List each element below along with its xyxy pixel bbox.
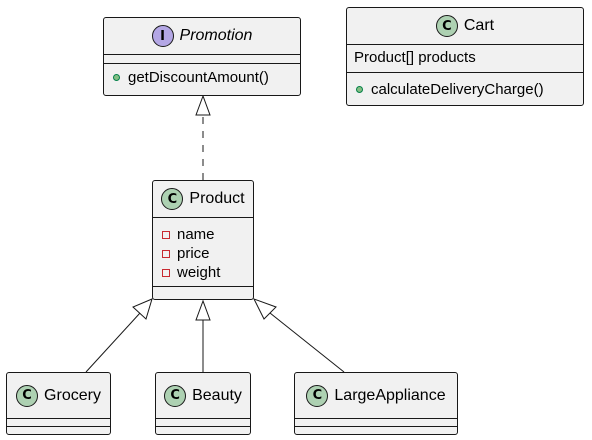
- product-field-text: weight: [177, 264, 221, 281]
- promotion-fields-section: [104, 54, 300, 63]
- grocery-inheritance-line: [85, 312, 141, 373]
- grocery-name: Grocery: [44, 386, 101, 404]
- grocery-inheritance-arrowhead: [132, 298, 153, 320]
- promotion-method-row: getDiscountAmount(): [104, 68, 300, 87]
- cart-methods-section: calculateDeliveryCharge(): [347, 72, 583, 99]
- product-field-text: name: [177, 226, 215, 243]
- class-icon: C: [164, 384, 187, 407]
- class-icon: C: [306, 384, 329, 407]
- cart-method-text: calculateDeliveryCharge(): [371, 81, 544, 98]
- grocery-class[interactable]: C Grocery: [6, 372, 111, 435]
- realization-arrowhead: [195, 94, 211, 116]
- product-header: C Product: [153, 181, 253, 217]
- promotion-header: I Promotion: [104, 18, 300, 54]
- interface-icon: I: [151, 25, 174, 47]
- grocery-methods-section: [7, 426, 110, 434]
- private-visibility-icon: [160, 249, 171, 258]
- private-visibility-icon: [160, 268, 171, 277]
- beauty-inheritance-arrowhead: [195, 299, 211, 321]
- largeappliance-class[interactable]: C LargeAppliance: [294, 372, 458, 435]
- promotion-methods-section: getDiscountAmount(): [104, 63, 300, 87]
- cart-header: C Cart: [347, 8, 583, 44]
- class-icon: C: [435, 15, 458, 37]
- product-field-text: price: [177, 245, 210, 262]
- grocery-header: C Grocery: [7, 373, 110, 418]
- cart-field-text: Product[] products: [354, 49, 476, 66]
- beauty-name: Beauty: [192, 386, 242, 404]
- promotion-name: Promotion: [179, 27, 253, 44]
- beauty-header: C Beauty: [156, 373, 250, 418]
- public-visibility-icon: [354, 86, 365, 93]
- cart-field-row: Product[] products: [347, 48, 583, 67]
- beauty-fields-section: [156, 418, 250, 426]
- class-icon: C: [161, 188, 184, 210]
- class-icon: C: [16, 384, 39, 407]
- product-name: Product: [189, 190, 245, 207]
- public-visibility-icon: [111, 74, 122, 81]
- product-class[interactable]: C Product name price weight: [152, 180, 254, 300]
- cart-fields-section: Product[] products: [347, 44, 583, 72]
- product-methods-section: [153, 286, 253, 295]
- largeappliance-methods-section: [295, 426, 457, 434]
- largeappliance-name: LargeAppliance: [334, 386, 446, 404]
- promotion-interface[interactable]: I Promotion getDiscountAmount(): [103, 17, 301, 96]
- largeappliance-inheritance-line: [269, 312, 345, 373]
- cart-method-row: calculateDeliveryCharge(): [347, 80, 583, 99]
- cart-class[interactable]: C Cart Product[] products calculateDeliv…: [346, 7, 584, 106]
- beauty-methods-section: [156, 426, 250, 434]
- product-field-row: price: [153, 244, 253, 263]
- promotion-method-text: getDiscountAmount(): [128, 69, 269, 86]
- product-fields-section: name price weight: [153, 217, 253, 286]
- largeappliance-inheritance-arrowhead: [252, 298, 277, 320]
- largeappliance-fields-section: [295, 418, 457, 426]
- beauty-class[interactable]: C Beauty: [155, 372, 251, 435]
- grocery-fields-section: [7, 418, 110, 426]
- product-field-row: weight: [153, 263, 253, 282]
- cart-name: Cart: [463, 17, 495, 34]
- largeappliance-header: C LargeAppliance: [295, 373, 457, 418]
- product-field-row: name: [153, 225, 253, 244]
- private-visibility-icon: [160, 230, 171, 239]
